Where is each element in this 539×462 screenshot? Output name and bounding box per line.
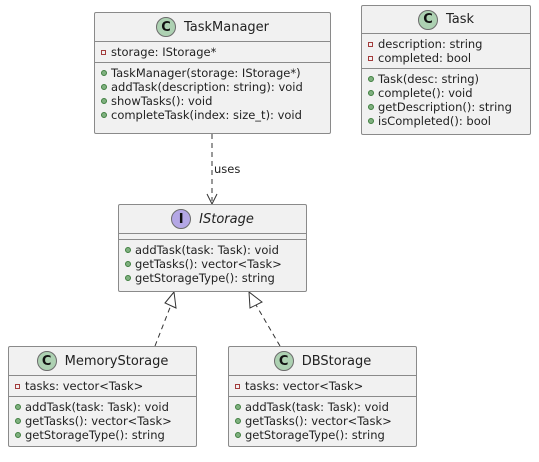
method-row: addTask(task: Task): void [229, 400, 416, 414]
class-header: C TaskManager [95, 13, 330, 42]
method-row: addTask(description: string): void [95, 80, 330, 94]
field-row: tasks: vector<Task> [9, 379, 196, 393]
public-visibility-icon [125, 275, 131, 281]
fields-section [119, 234, 306, 240]
public-visibility-icon [101, 112, 107, 118]
method-row: getStorageType(): string [229, 428, 416, 442]
field-row: tasks: vector<Task> [229, 379, 416, 393]
private-visibility-icon [368, 41, 373, 47]
public-visibility-icon [235, 404, 241, 410]
methods-section: addTask(task: Task): void getTasks(): ve… [229, 397, 416, 445]
method-row: addTask(task: Task): void [9, 400, 196, 414]
class-stereotype-icon: C [155, 17, 176, 37]
public-visibility-icon [15, 404, 21, 410]
field-row: storage: IStorage* [95, 45, 330, 59]
class-task[interactable]: C Task description: string completed: bo… [361, 5, 531, 135]
class-dbstorage[interactable]: C DBStorage tasks: vector<Task> addTask(… [228, 346, 417, 447]
class-name: DBStorage [301, 353, 372, 369]
public-visibility-icon [101, 98, 107, 104]
public-visibility-icon [368, 118, 374, 124]
public-visibility-icon [368, 104, 374, 110]
method-row: TaskManager(storage: IStorage*) [95, 66, 330, 80]
class-name: Task [445, 12, 475, 27]
method-row: getTasks(): vector<Task> [9, 414, 196, 428]
public-visibility-icon [15, 418, 21, 424]
method-row: completeTask(index: size_t): void [95, 108, 330, 122]
class-stereotype-icon: C [36, 351, 57, 371]
public-visibility-icon [235, 432, 241, 438]
class-name: MemoryStorage [64, 353, 169, 369]
field-row: description: string [362, 37, 530, 51]
class-stereotype-icon: C [417, 9, 438, 30]
class-header: C Task [362, 6, 530, 34]
private-visibility-icon [368, 55, 373, 61]
methods-section: Task(desc: string) complete(): void getD… [362, 69, 530, 131]
fields-section: tasks: vector<Task> [229, 376, 416, 397]
class-stereotype-icon: C [273, 351, 294, 371]
interface-stereotype-icon: I [171, 209, 192, 229]
class-taskmanager[interactable]: C TaskManager storage: IStorage* TaskMan… [94, 12, 331, 134]
public-visibility-icon [235, 418, 241, 424]
private-visibility-icon [101, 49, 106, 55]
interface-name: IStorage [199, 211, 254, 227]
field-row: completed: bool [362, 51, 530, 65]
public-visibility-icon [15, 432, 21, 438]
method-row: getStorageType(): string [119, 271, 306, 285]
public-visibility-icon [101, 70, 107, 76]
fields-section: tasks: vector<Task> [9, 376, 196, 397]
class-memorystorage[interactable]: C MemoryStorage tasks: vector<Task> addT… [8, 346, 197, 447]
private-visibility-icon [235, 383, 240, 389]
method-row: isCompleted(): bool [362, 114, 530, 128]
public-visibility-icon [125, 247, 131, 253]
private-visibility-icon [15, 383, 20, 389]
uses-label: uses [214, 162, 241, 176]
db-storage-realization-arrow [248, 290, 281, 347]
public-visibility-icon [101, 84, 107, 90]
method-row: showTasks(): void [95, 94, 330, 108]
fields-section: description: string completed: bool [362, 34, 530, 69]
method-row: getTasks(): vector<Task> [119, 257, 306, 271]
method-row: getTasks(): vector<Task> [229, 414, 416, 428]
class-header: I IStorage [119, 205, 306, 234]
methods-section: TaskManager(storage: IStorage*) addTask(… [95, 63, 330, 125]
method-row: Task(desc: string) [362, 72, 530, 86]
methods-section: addTask(task: Task): void getTasks(): ve… [119, 240, 306, 288]
method-row: complete(): void [362, 86, 530, 100]
method-row: addTask(task: Task): void [119, 243, 306, 257]
public-visibility-icon [125, 261, 131, 267]
interface-istorage[interactable]: I IStorage addTask(task: Task): void get… [118, 204, 307, 292]
class-header: C MemoryStorage [9, 347, 196, 376]
fields-section: storage: IStorage* [95, 42, 330, 63]
public-visibility-icon [368, 76, 374, 82]
public-visibility-icon [368, 90, 374, 96]
methods-section: addTask(task: Task): void getTasks(): ve… [9, 397, 196, 445]
method-row: getDescription(): string [362, 100, 530, 114]
method-row: getStorageType(): string [9, 428, 196, 442]
class-header: C DBStorage [229, 347, 416, 376]
memory-storage-realization-arrow [154, 290, 177, 347]
class-name: TaskManager [183, 19, 270, 35]
